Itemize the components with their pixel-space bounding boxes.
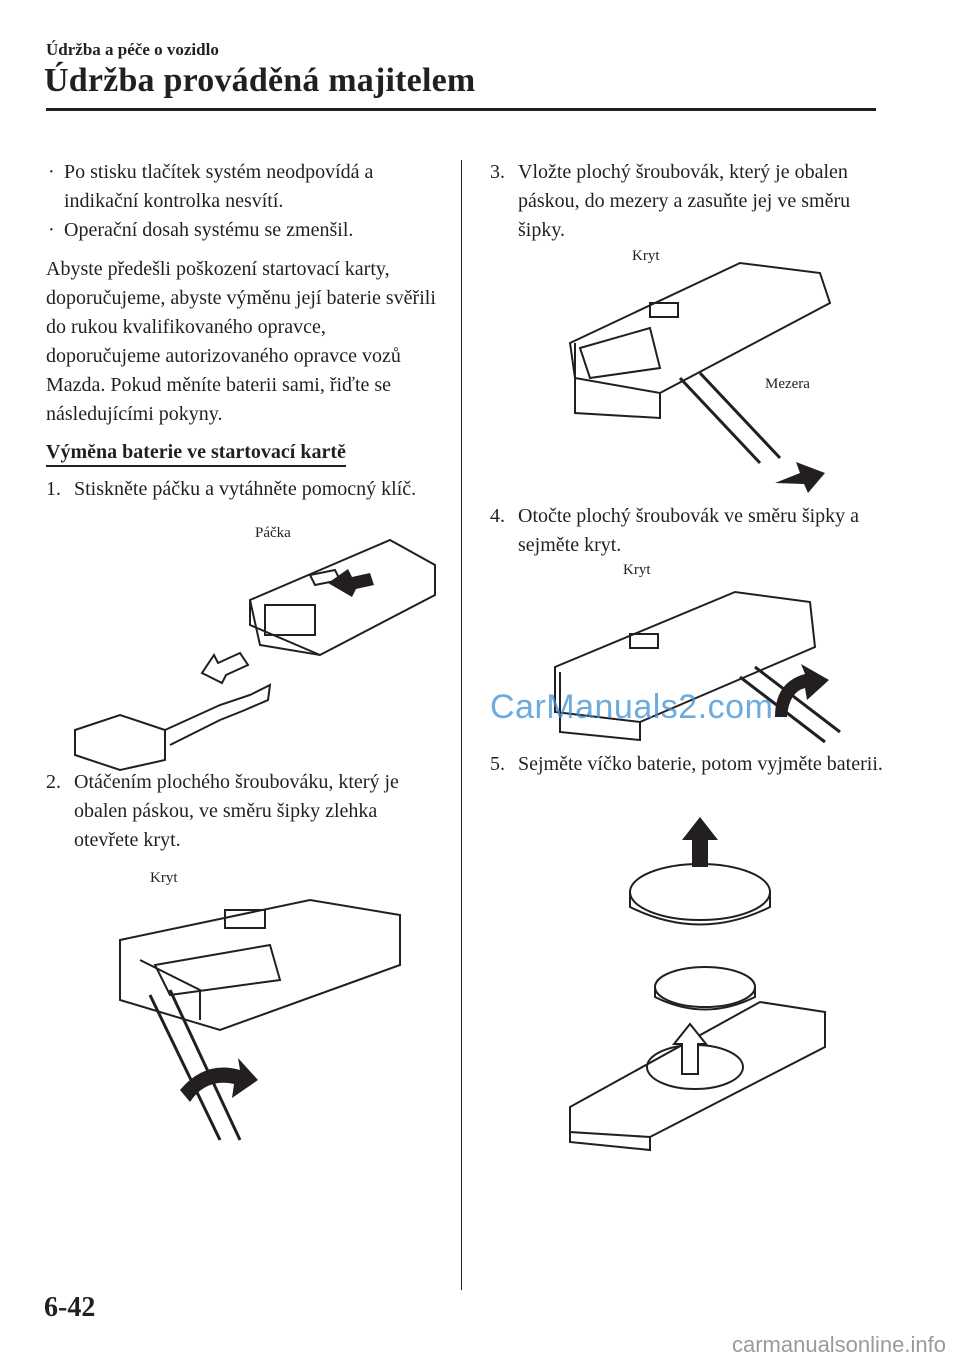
step-text: Stiskněte páčku a vytáhněte pomocný klíč… [74, 478, 417, 500]
intro-paragraph: Abyste předešli poškození startovací kar… [46, 258, 436, 425]
step-number: 2. [46, 771, 61, 793]
figure-remove-cover: Kryt [545, 562, 845, 752]
key-fob-remove-illustration [554, 590, 841, 744]
section-label: Údržba a péče o vozidlo [46, 40, 219, 59]
left-column: · Po stisku tlačítek systém neodpovídá a… [46, 158, 441, 855]
key-fob-illustration [74, 538, 436, 772]
step-1: 1. Stiskněte páčku a vytáhněte pomocný k… [46, 475, 441, 504]
bullet-dot-icon: · [48, 161, 55, 183]
subheading: Výměna baterie ve startovací kartě [46, 439, 346, 467]
key-fob-gap-illustration [568, 261, 832, 493]
figure-battery [560, 812, 840, 1152]
page-title: Údržba prováděná majitelem [44, 62, 476, 99]
step-text: Otočte plochý šroubovák ve směru šipky a… [518, 505, 860, 556]
battery-illustration [569, 817, 826, 1152]
pull-arrow-icon [200, 651, 250, 685]
page-number: 6-42 [44, 1292, 96, 1323]
step-text: Otáčením plochého šroubováku, který je o… [74, 771, 399, 851]
step-3: 3. Vložte plochý šroubovák, který je oba… [490, 158, 885, 245]
lift-arrow-icon [671, 1022, 709, 1075]
title-rule [46, 108, 876, 111]
step-2: 2. Otáčením plochého šroubováku, který j… [46, 768, 441, 855]
step-number: 3. [490, 161, 505, 183]
figure-open-cover: Kryt [110, 870, 410, 1145]
watermark: CarManuals2.com [490, 688, 774, 726]
callout-cover: Kryt [623, 562, 651, 578]
step-4: 4. Otočte plochý šroubovák ve směru šipk… [490, 502, 885, 560]
figure-lever-key: Páčka [70, 525, 450, 775]
footer-site-link[interactable]: carmanualsonline.info [731, 1332, 946, 1357]
callout-cover: Kryt [150, 870, 178, 886]
step-number: 1. [46, 478, 61, 500]
figure-insert-gap: Kryt Mezera [560, 248, 840, 493]
callout-gap: Mezera [765, 376, 810, 392]
push-arrow-icon [775, 462, 825, 493]
step-text: Vložte plochý šroubovák, který je obalen… [518, 161, 851, 241]
step-number: 4. [490, 505, 505, 527]
callout-cover: Kryt [632, 248, 660, 264]
right-column: 3. Vložte plochý šroubovák, který je oba… [490, 158, 885, 779]
press-arrow-icon [328, 569, 374, 597]
column-divider [461, 160, 462, 1290]
callout-lever: Páčka [255, 525, 291, 541]
rotate-arrow-icon [180, 1058, 258, 1102]
step-number: 5. [490, 753, 505, 775]
bullet-item: · Operační dosah systému se zmenšil. [46, 216, 441, 245]
bullet-dot-icon: · [48, 219, 55, 241]
bullet-item: · Po stisku tlačítek systém neodpovídá a… [46, 158, 441, 216]
step-5: 5. Sejměte víčko baterie, potom vyjměte … [490, 750, 885, 779]
step-text: Sejměte víčko baterie, potom vyjměte bat… [518, 753, 883, 775]
rotate-arrow-icon [775, 664, 829, 717]
up-arrow-icon [682, 817, 718, 867]
key-fob-pry-illustration [119, 898, 401, 1141]
